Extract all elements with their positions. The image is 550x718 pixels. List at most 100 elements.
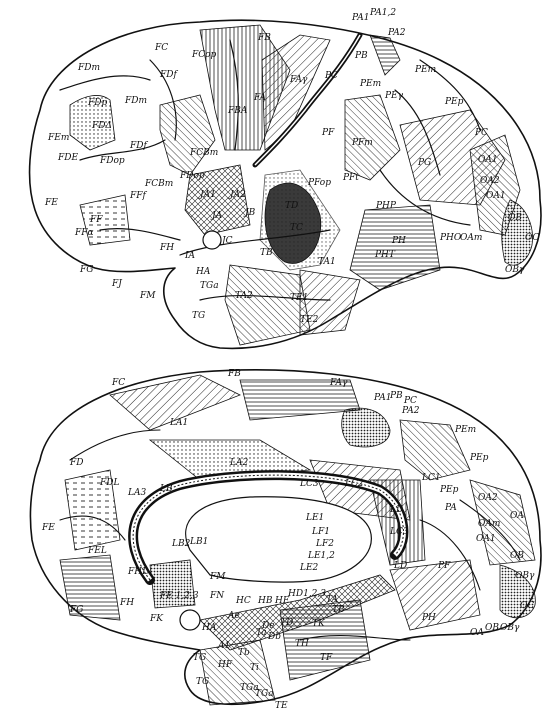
lbl-med-LB: LB xyxy=(159,484,173,494)
lbl-lat-PF: PF xyxy=(321,128,335,138)
lbl-lat-PFt: PFt xyxy=(342,173,359,183)
lbl-med-HB: HB xyxy=(257,596,273,606)
lbl-med-FC: FC xyxy=(111,378,125,388)
lbl-med-OAm: OAm xyxy=(478,519,500,529)
lbl-med-TH: TH xyxy=(295,639,309,649)
lbl-lat-FDm: FDm xyxy=(77,63,100,73)
hippocampus xyxy=(199,574,396,651)
lbl-med-PA: PA xyxy=(444,503,457,513)
lbl-lat-PEm2: PEm xyxy=(414,65,436,75)
lbl-lat-TB: TB xyxy=(260,248,273,258)
lbl-lat-PFop: PFop xyxy=(307,178,331,188)
lbl-lat-PFm: PFm xyxy=(351,138,373,148)
lbl-lat-FDp: FDp xyxy=(87,98,107,108)
lbl-med-FN: FN xyxy=(209,591,225,601)
lbl-lat-OA2: OA2 xyxy=(480,176,500,186)
lbl-lat-PA12: PA1,2 xyxy=(369,8,396,18)
lbl-med-OC: OC xyxy=(520,601,534,611)
lbl-lat-TE2: TE2 xyxy=(300,315,319,325)
lbl-lat-PHT: PHT xyxy=(374,250,396,260)
lateral-sulci xyxy=(59,39,481,301)
lbl-med-HC: HC xyxy=(235,596,251,606)
lbl-lat-FDf: FDf xyxy=(159,70,178,80)
medial-region-OA xyxy=(469,479,536,566)
lbl-med-LE12: LE1,2 xyxy=(307,551,335,561)
lbl-lat-PEp: PEp xyxy=(444,97,464,107)
lbl-lat-JC: JC xyxy=(220,236,233,246)
lbl-med-HE: HE xyxy=(274,596,290,606)
lbl-med-OBg: OBγ xyxy=(515,571,535,581)
lbl-med-HA: HA xyxy=(201,623,217,633)
lbl-lat-FB: FB xyxy=(257,33,271,43)
lbl-med-LA1: LA1 xyxy=(169,418,188,428)
lbl-med-FHL: FHL xyxy=(127,567,148,577)
lbl-med-FE: FE xyxy=(41,523,55,533)
lbl-med-LD: LD xyxy=(389,505,403,515)
lbl-med-LE2: LE2 xyxy=(299,563,319,573)
region-insula xyxy=(184,164,251,236)
medial-region-FD xyxy=(64,469,121,551)
medial-view xyxy=(29,369,542,706)
lbl-lat-OA1: OA1 xyxy=(478,155,498,165)
lbl-med-PA2: PA2 xyxy=(401,406,420,416)
lbl-med-PC: PC xyxy=(403,396,417,406)
lbl-lat-OBg: OBγ xyxy=(505,265,525,275)
lbl-med-De: De xyxy=(261,621,275,631)
lbl-med-LF1: LF1 xyxy=(311,527,330,537)
medial-sulci xyxy=(59,429,521,641)
lbl-lat-JA2: JA2 xyxy=(228,190,246,200)
medial-region-FK xyxy=(149,559,196,609)
lbl-lat-FEm: FEm xyxy=(47,133,69,143)
lbl-med-OAr: OA xyxy=(470,628,484,638)
lbl-med-TK: TK xyxy=(312,619,326,629)
lbl-med-HD123: HD1,2,3 xyxy=(287,589,326,599)
lbl-med-Ti: Ti xyxy=(250,663,259,673)
lbl-med-TA: TA xyxy=(326,595,339,605)
lbl-med-Tb: Tb xyxy=(238,648,250,658)
lbl-med-A1: A1 xyxy=(217,641,230,651)
central-sulcus-inner xyxy=(254,34,361,166)
lbl-lat-TA2: TA2 xyxy=(235,291,253,301)
lbl-lat-FDop2: FDop xyxy=(179,171,205,181)
lbl-lat-PA1: PA1 xyxy=(351,13,369,23)
cc-stripe xyxy=(132,474,404,581)
lbl-lat-JB: JB xyxy=(243,208,256,218)
region-PH xyxy=(349,204,441,291)
lbl-lat-PH: PH xyxy=(391,236,406,246)
lbl-med-TGa2: TGa xyxy=(255,689,274,699)
region-TA xyxy=(224,264,311,346)
lbl-lat-FJ: FJ xyxy=(111,279,123,289)
lbl-lat-OB: OB xyxy=(508,213,522,223)
lbl-lat-FE: FE xyxy=(44,198,58,208)
lbl-lat-FM: FM xyxy=(139,291,156,301)
lbl-med-FH: FH xyxy=(119,598,134,608)
lbl-med-LA2: LA2 xyxy=(229,458,248,468)
lbl-med-LB1: LB1 xyxy=(189,537,208,547)
lbl-lat-FFa: FFα xyxy=(74,228,94,238)
lbl-lat-TD: TD xyxy=(285,201,298,211)
lbl-med-LC2: LC2 xyxy=(344,479,364,489)
lbl-med-FE123: FE 1,2,3 xyxy=(159,591,199,601)
lbl-lat-PG: PG xyxy=(417,158,431,168)
lbl-lat-FDE: FDE xyxy=(57,153,78,163)
lbl-med-PA1: PA1 xyxy=(373,393,391,403)
lbl-med-PEp: PEp xyxy=(469,453,489,463)
lbl-med-FAg: FAγ xyxy=(329,378,348,388)
lbl-med-FDL: FDL xyxy=(99,478,119,488)
medial-region-FE xyxy=(59,554,121,621)
lbl-med-LB2: LB2 xyxy=(171,539,191,549)
lbl-lat-FCBm2: FCBm xyxy=(144,179,173,189)
lbl-med-LA3: LA3 xyxy=(127,488,146,498)
temporal-pole-mark xyxy=(202,230,222,250)
lbl-med-FB: FB xyxy=(227,369,241,379)
lbl-med-OB2: OB xyxy=(485,623,499,633)
lbl-lat-FDD: FDΔ xyxy=(91,121,112,131)
lbl-med-FK: FK xyxy=(149,614,164,624)
medial-region-PA xyxy=(341,407,391,448)
lbl-lat-IA: IA xyxy=(184,251,196,261)
region-OC xyxy=(501,199,533,266)
lbl-lat-FBA: FBA xyxy=(227,106,248,116)
lbl-med-PEm: PEm xyxy=(454,425,476,435)
lbl-med-FG: FG xyxy=(69,605,83,615)
lbl-lat-PHO: PHO xyxy=(439,233,462,243)
